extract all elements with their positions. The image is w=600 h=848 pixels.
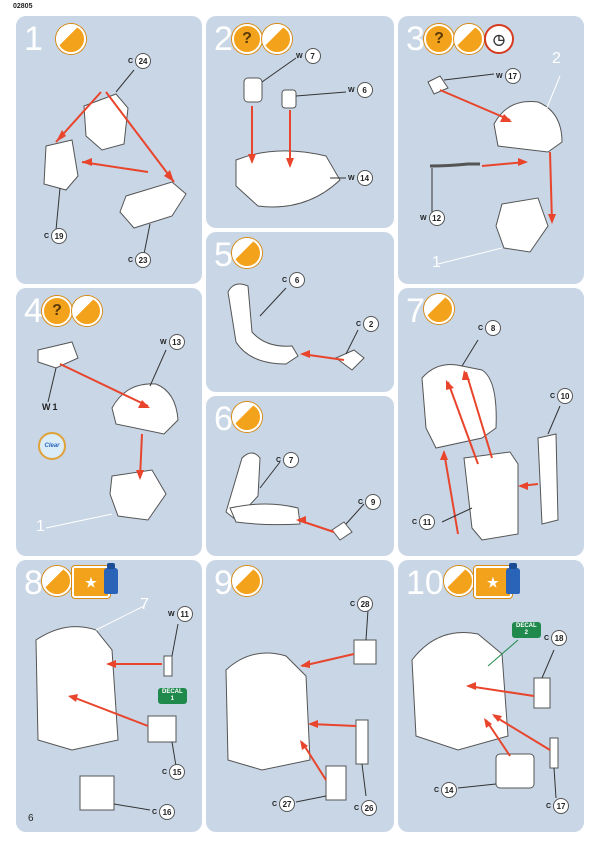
clock-icon: ◷ [484, 24, 514, 54]
paint-icon [232, 402, 262, 432]
decal-icon: ★ [72, 566, 110, 598]
bottle-icon [104, 563, 118, 594]
paint-icon [42, 566, 72, 596]
step-8-drawing [35, 605, 179, 811]
step-4-drawing [37, 341, 179, 529]
step-number: 6 [214, 400, 233, 438]
step-number: 3 [406, 20, 425, 58]
paint-icon [232, 238, 262, 268]
step-6-drawing [225, 452, 365, 541]
step-number: 1 [24, 20, 43, 58]
paint-icon [56, 24, 86, 54]
bottle-icon [506, 563, 520, 594]
reference-number: 1 [432, 254, 441, 271]
step-9-drawing [225, 609, 377, 803]
clear-paint-badge: Clear [38, 432, 66, 460]
step-3-drawing [427, 73, 563, 265]
glue-icon: ? [232, 24, 262, 54]
step-number: 7 [406, 292, 425, 330]
step-10-drawing [411, 632, 559, 799]
step-number: 4 [24, 292, 43, 330]
reference-number: 7 [140, 596, 149, 613]
step-number: 2 [214, 20, 233, 58]
glue-icon: ? [424, 24, 454, 54]
step-number: 10 [406, 564, 444, 602]
page-number: 6 [28, 813, 34, 824]
paint-icon [232, 566, 262, 596]
step-5-drawing [227, 283, 365, 371]
paint-icon [424, 294, 454, 324]
paint-icon [454, 24, 484, 54]
step-number: 9 [214, 564, 233, 602]
step-2-drawing [235, 57, 347, 208]
step-number: 5 [214, 236, 233, 274]
reference-number: 2 [552, 50, 561, 67]
step-7-drawing [421, 339, 561, 541]
reference-number: 1 [36, 518, 45, 535]
step-number: 8 [24, 564, 43, 602]
glue-icon: ? [42, 296, 72, 326]
step-1-drawing [43, 69, 187, 255]
paint-icon [444, 566, 474, 596]
document-code: 02805 [13, 3, 33, 10]
paint-icon [72, 296, 102, 326]
paint-icon [262, 24, 292, 54]
